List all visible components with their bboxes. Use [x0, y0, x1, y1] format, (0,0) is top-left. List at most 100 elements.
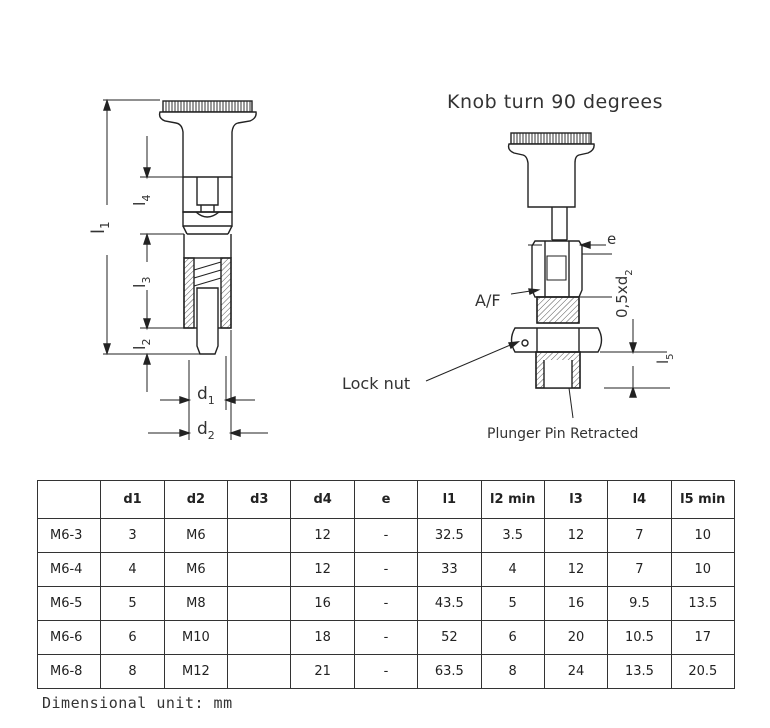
- callout-lock-nut: Lock nut: [342, 374, 410, 393]
- label-l5: l5: [654, 353, 676, 364]
- table-row: M6-6 6 M10 18 - 52 6 20 10.5 17: [36, 620, 736, 655]
- table-cell: 16: [543, 586, 609, 621]
- table-cell: 24: [543, 654, 609, 689]
- hex-body-right: [531, 240, 583, 298]
- table-cell: 10: [670, 518, 736, 553]
- table-cell: 6: [100, 620, 165, 655]
- label-l1: l1: [88, 221, 112, 234]
- table-row: M6-8 8 M12 21 - 63.5 8 24 13.5 20.5: [36, 654, 736, 689]
- table-cell: 17: [670, 620, 736, 655]
- callout-af: A/F: [475, 291, 501, 310]
- knob-left: [158, 100, 257, 213]
- table-cell: [227, 654, 292, 689]
- table-row: M6-3 3 M6 12 - 32.5 3.5 12 7 10: [36, 518, 736, 553]
- table-cell: 43.5: [417, 586, 482, 621]
- drawing-title: Knob turn 90 degrees: [447, 91, 663, 113]
- table-cell: 12: [290, 518, 355, 553]
- label-l3: l3: [130, 277, 153, 288]
- label-l2: l2: [130, 339, 153, 350]
- table-cell: 3: [100, 518, 165, 553]
- label-l4: l4: [130, 195, 153, 206]
- table-cell: M6-4: [36, 552, 102, 587]
- table-cell: 16: [290, 586, 355, 621]
- table-row: M6-4 4 M6 12 - 33 4 12 7 10: [36, 552, 736, 587]
- table-cell: M12: [163, 654, 229, 689]
- label-d2: d2: [197, 419, 215, 442]
- table-cell: 33: [417, 552, 482, 587]
- table-cell: 13.5: [670, 586, 736, 621]
- table-header: d4: [290, 480, 355, 519]
- table-cell: 20: [543, 620, 609, 655]
- callout-plunger: Plunger Pin Retracted: [487, 426, 638, 442]
- table-cell: -: [353, 654, 419, 689]
- table-row: M6-5 5 M8 16 - 43.5 5 16 9.5 13.5: [36, 586, 736, 621]
- table-cell: -: [353, 620, 419, 655]
- table-cell: M6: [163, 552, 229, 587]
- table-cell: 6: [480, 620, 545, 655]
- table-cell: 63.5: [417, 654, 482, 689]
- label-thread: 0,5xd2: [613, 269, 635, 318]
- table-cell: 12: [290, 552, 355, 587]
- table-cell: M6-8: [36, 654, 102, 689]
- spec-table: d1 d2 d3 d4 e l1 l2 min l3 l4 l5 min M6-…: [36, 480, 736, 689]
- table-cell: 8: [100, 654, 165, 689]
- table-header: l2 min: [480, 480, 545, 519]
- table-cell: [227, 620, 292, 655]
- table-cell: 10: [670, 552, 736, 587]
- table-header: [36, 480, 102, 519]
- table-cell: 5: [100, 586, 165, 621]
- table-cell: 7: [607, 552, 672, 587]
- label-e: e: [607, 230, 616, 248]
- table-cell: 8: [480, 654, 545, 689]
- table-cell: 18: [290, 620, 355, 655]
- table-cell: 12: [543, 552, 609, 587]
- table-cell: 10.5: [607, 620, 672, 655]
- technical-drawing: l1 l4 l3 l2 d1 d2 Knob turn 90 degrees: [88, 91, 676, 442]
- table-cell: 5: [480, 586, 545, 621]
- table-cell: M10: [163, 620, 229, 655]
- table-cell: 32.5: [417, 518, 482, 553]
- table-cell: M6-6: [36, 620, 102, 655]
- knob-right: [507, 132, 595, 241]
- table-cell: M6: [163, 518, 229, 553]
- table-cell: M6-3: [36, 518, 102, 553]
- body-left: [183, 234, 232, 355]
- table-cell: M6-5: [36, 586, 102, 621]
- table-header: l5 min: [670, 480, 736, 519]
- table-cell: 20.5: [670, 654, 736, 689]
- table-header: d3: [227, 480, 292, 519]
- table-cell: [227, 586, 292, 621]
- table-cell: 4: [100, 552, 165, 587]
- table-header: e: [353, 480, 419, 519]
- table-cell: [227, 552, 292, 587]
- table-header: l1: [417, 480, 482, 519]
- table-cell: [227, 518, 292, 553]
- table-cell: -: [353, 552, 419, 587]
- table-header-row: d1 d2 d3 d4 e l1 l2 min l3 l4 l5 min: [36, 480, 736, 519]
- table-cell: M8: [163, 586, 229, 621]
- table-cell: 9.5: [607, 586, 672, 621]
- table-cell: 12: [543, 518, 609, 553]
- right-labels: e 0,5xd2 l5 A/F Lock nut Plunger Pin Ret…: [342, 230, 676, 442]
- table-cell: -: [353, 518, 419, 553]
- table-cell: 52: [417, 620, 482, 655]
- unit-note: Dimensional unit: mm: [42, 694, 233, 712]
- lock-nut-right: [510, 327, 603, 353]
- sleeve-right: [535, 351, 581, 389]
- table-cell: -: [353, 586, 419, 621]
- thread-right: [536, 296, 580, 324]
- table-cell: 13.5: [607, 654, 672, 689]
- table-header: d1: [100, 480, 165, 519]
- table-header: d2: [163, 480, 229, 519]
- right-view: [425, 132, 670, 419]
- table-header: l4: [607, 480, 672, 519]
- label-d1: d1: [197, 384, 215, 407]
- table-cell: 3.5: [480, 518, 545, 553]
- hex-nut-left: [182, 211, 233, 235]
- table-cell: 21: [290, 654, 355, 689]
- table-header: l3: [543, 480, 609, 519]
- left-dim-labels: l1 l4 l3 l2 d1 d2: [88, 195, 215, 442]
- table-cell: 7: [607, 518, 672, 553]
- left-view: [103, 98, 268, 440]
- table-cell: 4: [480, 552, 545, 587]
